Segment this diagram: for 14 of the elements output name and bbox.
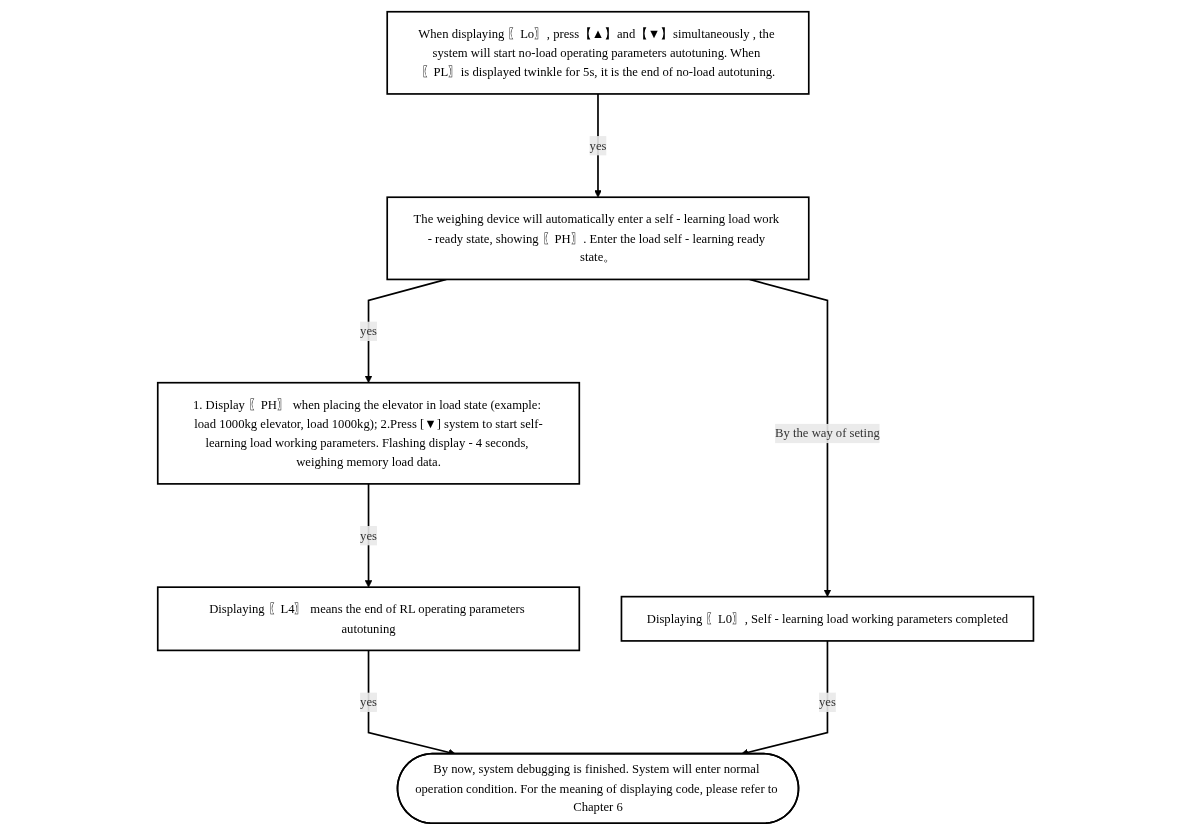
arrow bbox=[594, 93, 603, 198]
arrow bbox=[749, 278, 832, 597]
edge-label: yes bbox=[589, 138, 607, 153]
node-box: The weighing device will automatically enter a self - learning load work - ready state, showing 〖PH〗. Enter the load self - learning ready state。 bbox=[386, 196, 810, 281]
node-box: 1. Display 〖PH〗 when placing the elevator in load state (example: load 1000kg elevator, load 1000kg); 2.Press [▼] system to start self-learning load working parameters. Flashing display - 4 seconds, weighing memory load data. bbox=[157, 381, 581, 485]
edge-label: yes bbox=[360, 695, 378, 709]
node-box: Displaying 〖L4〗 means the end of RL operating parameters autotuning bbox=[157, 586, 581, 652]
node-box: Displaying 〖L0〗, Self - learning load working parameters completed bbox=[621, 595, 1035, 642]
edge-label: yes bbox=[819, 695, 837, 709]
edge-label: By the way of seting bbox=[775, 426, 881, 440]
edge-label: yes bbox=[360, 324, 378, 338]
edge-label: yes bbox=[360, 528, 378, 543]
arrow bbox=[365, 483, 373, 588]
node-box: When displaying 〖Lo〗, press【▲】and【▼】simultaneously , the system will start no-load operating parameters autotuning. When 〖PL〗is displayed twinkle for 5s, it is the end of no-load autotuning. bbox=[386, 10, 810, 95]
